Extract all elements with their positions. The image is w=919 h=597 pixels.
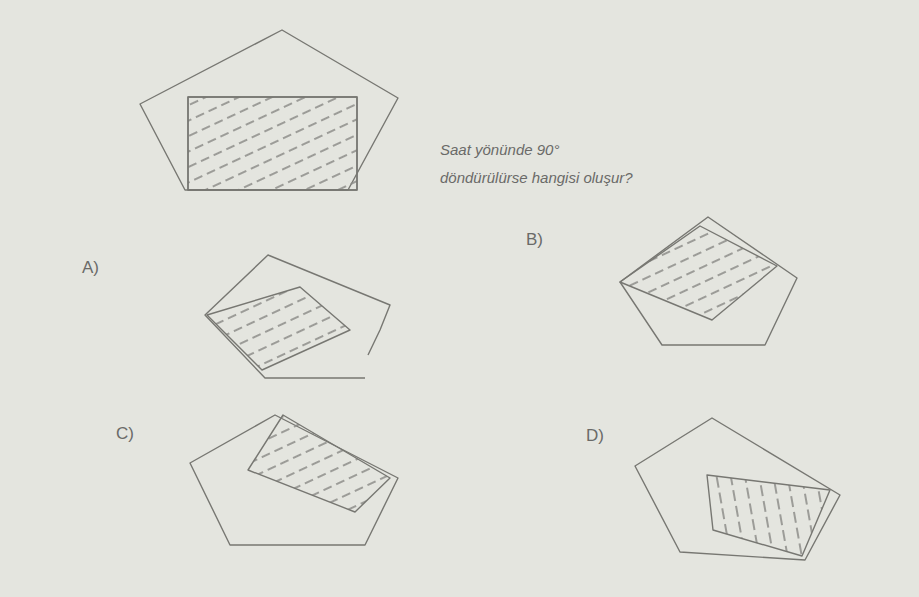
option-b-figure <box>620 217 797 345</box>
option-a-figure <box>205 255 390 378</box>
option-label: C) <box>116 424 134 444</box>
option-label: B) <box>526 230 543 250</box>
main-figure <box>140 30 398 190</box>
option-label: A) <box>82 258 99 278</box>
question-text: Saat yönünde 90° döndürülürse hangisi ol… <box>440 136 650 192</box>
option-d-figure <box>635 418 840 560</box>
option-label: D) <box>586 426 604 446</box>
option-c-figure <box>190 415 398 545</box>
